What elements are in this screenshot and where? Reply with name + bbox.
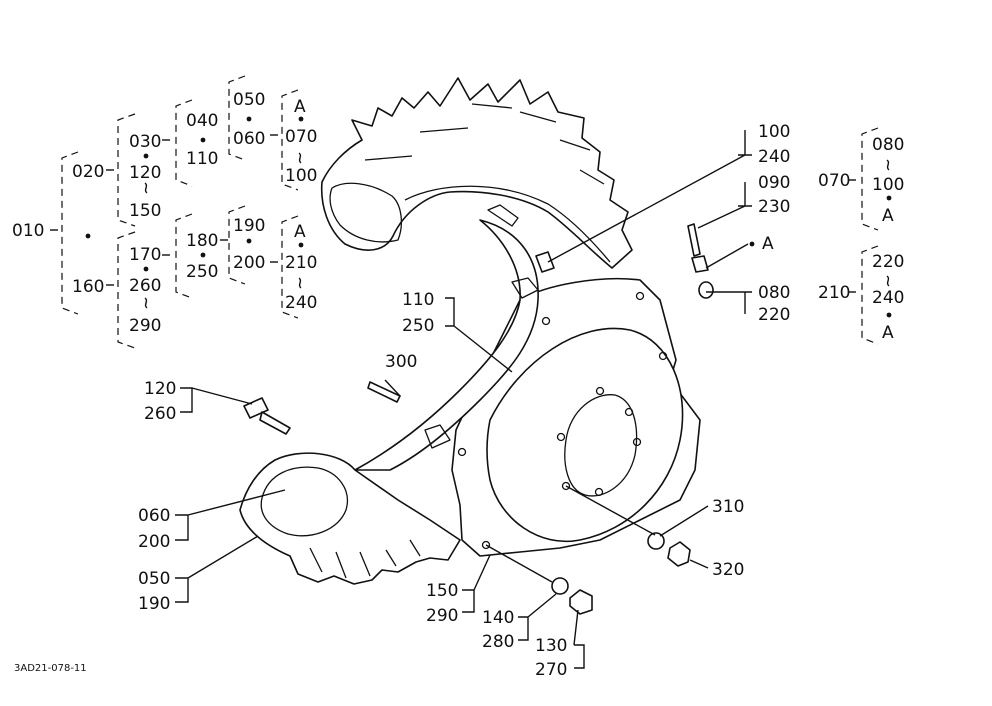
- range-tildes: [144, 152, 890, 309]
- label-100-a: 100: [285, 166, 317, 186]
- label-050-a: 050: [233, 90, 265, 110]
- hardware: [243, 223, 714, 615]
- label-040: 040: [186, 111, 218, 131]
- leader-lines: [50, 130, 856, 669]
- label-220-b: 220: [758, 305, 790, 325]
- label-300: 300: [385, 352, 417, 372]
- rear-tire-upper: [320, 77, 633, 269]
- part-labels: 010 020 160 030 120 150 170 260 290 040 …: [12, 90, 904, 680]
- hub-disc: [451, 277, 701, 557]
- label-070-a: 070: [285, 127, 317, 147]
- label-240-a: 240: [285, 293, 317, 313]
- label-060-b: 060: [138, 506, 170, 526]
- label-200-a: 200: [233, 253, 265, 273]
- label-190-b: 190: [138, 594, 170, 614]
- label-280: 280: [482, 632, 514, 652]
- label-290-b: 290: [426, 606, 458, 626]
- rim-band: [354, 204, 539, 471]
- label-290-a: 290: [129, 316, 161, 336]
- label-160: 160: [72, 277, 104, 297]
- separator-dots: [85, 116, 892, 318]
- label-100-c: 100: [872, 175, 904, 195]
- label-180: 180: [186, 231, 218, 251]
- label-140: 140: [482, 608, 514, 628]
- label-270: 270: [535, 660, 567, 680]
- rear-tire-lower: [239, 452, 461, 585]
- label-a-4: A: [882, 206, 894, 226]
- label-120-b: 120: [144, 379, 176, 399]
- label-210-a: 210: [285, 253, 317, 273]
- label-010: 010: [12, 221, 44, 241]
- label-260-b: 260: [144, 404, 176, 424]
- label-240-b: 240: [758, 147, 790, 167]
- label-210-b: 210: [818, 283, 850, 303]
- label-080-c: 080: [872, 135, 904, 155]
- label-250-a: 250: [186, 262, 218, 282]
- label-020: 020: [72, 162, 104, 182]
- label-230: 230: [758, 197, 790, 217]
- label-220-c: 220: [872, 252, 904, 272]
- label-260-a: 260: [129, 276, 161, 296]
- label-070-b: 070: [818, 171, 850, 191]
- label-080-b: 080: [758, 283, 790, 303]
- label-a-2: A: [294, 222, 306, 242]
- label-190-a: 190: [233, 216, 265, 236]
- label-110-a: 110: [186, 149, 218, 169]
- label-240-c: 240: [872, 288, 904, 308]
- diagram-code: 3AD21-078-11: [14, 663, 87, 674]
- label-150-a: 150: [129, 201, 161, 221]
- label-100-b: 100: [758, 122, 790, 142]
- grouping-brackets: [61, 75, 879, 349]
- label-310: 310: [712, 497, 744, 517]
- label-320: 320: [712, 560, 744, 580]
- label-090: 090: [758, 173, 790, 193]
- label-250-b: 250: [402, 316, 434, 336]
- label-110-b: 110: [402, 290, 434, 310]
- label-200-b: 200: [138, 532, 170, 552]
- label-030: 030: [129, 132, 161, 152]
- label-150-b: 150: [426, 581, 458, 601]
- label-050-b: 050: [138, 569, 170, 589]
- label-130: 130: [535, 636, 567, 656]
- label-170: 170: [129, 245, 161, 265]
- label-a-5: A: [882, 323, 894, 343]
- label-060-a: 060: [233, 129, 265, 149]
- label-a-3: A: [762, 234, 774, 254]
- label-120-a: 120: [129, 163, 161, 183]
- label-a-1: A: [294, 97, 306, 117]
